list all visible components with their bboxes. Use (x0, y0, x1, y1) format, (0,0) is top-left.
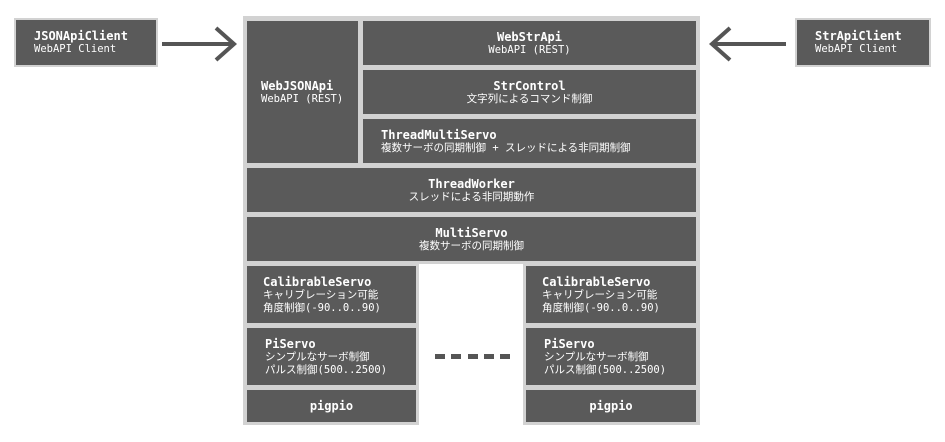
stack-right-pigpio: pigpio (524, 388, 698, 424)
layer-strcontrol-desc: 文字列によるコマンド制御 (466, 92, 593, 105)
pigpio-name: pigpio (589, 399, 633, 413)
calibrableservo-name: CalibrableServo (542, 274, 651, 289)
client-json-api-desc: WebAPI Client (34, 43, 117, 55)
calibrableservo-desc2: 角度制御(-90..0..90) (263, 301, 381, 314)
layer-multiservo: MultiServo 複数サーボの同期制御 (245, 215, 698, 263)
client-str-api-name: StrApiClient (815, 29, 902, 43)
layer-threadmultiservo-name: ThreadMultiServo (381, 127, 497, 142)
dash (435, 354, 445, 359)
layer-threadworker-desc: スレッドによる非同期動作 (408, 190, 535, 203)
layer-webstrapi: WebStrApi WebAPI (REST) (361, 19, 698, 67)
stack-right-calibrableservo: CalibrableServo キャリブレーション可能 角度制御(-90..0.… (524, 264, 698, 325)
layer-webjsonapi-desc: WebAPI (REST) (261, 92, 344, 105)
stack-left-pigpio: pigpio (245, 388, 418, 424)
dash (451, 354, 462, 359)
layer-strcontrol-name: StrControl (493, 78, 566, 93)
dash (483, 354, 494, 359)
calibrableservo-desc2: 角度制御(-90..0..90) (542, 301, 660, 314)
layer-webstrapi-name: WebStrApi (496, 29, 563, 44)
client-json-api-name: JSONApiClient (34, 29, 128, 43)
ellipsis-dashes (435, 354, 510, 359)
dash (500, 354, 510, 359)
layer-multiservo-desc: 複数サーボの同期制御 (419, 239, 524, 252)
piservo-desc1: シンプルなサーボ制御 (265, 350, 370, 363)
stack-left-piservo: PiServo シンプルなサーボ制御 パルス制御(500..2500) (245, 326, 418, 387)
client-str-api: StrApiClient WebAPI Client (795, 18, 931, 67)
piservo-desc2: パルス制御(500..2500) (265, 363, 388, 376)
stack-gap (419, 264, 523, 425)
layer-threadworker-name: ThreadWorker (428, 176, 515, 191)
layer-threadmultiservo: ThreadMultiServo 複数サーボの同期制御 + スレッドによる非同期… (361, 117, 698, 165)
layer-strcontrol: StrControl 文字列によるコマンド制御 (361, 68, 698, 116)
dash (467, 354, 478, 359)
layer-webjsonapi-name: WebJSONApi (261, 78, 334, 93)
piservo-name: PiServo (544, 336, 595, 351)
stack-right-piservo: PiServo シンプルなサーボ制御 パルス制御(500..2500) (524, 326, 698, 387)
arrow-right-icon (162, 26, 238, 62)
pigpio-name: pigpio (309, 399, 354, 413)
piservo-name: PiServo (265, 336, 316, 351)
layer-threadmultiservo-desc: 複数サーボの同期制御 + スレッドによる非同期制御 (381, 141, 631, 154)
arrow-left-icon (708, 26, 786, 62)
piservo-desc2: パルス制御(500..2500) (544, 363, 667, 376)
calibrableservo-desc1: キャリブレーション可能 (263, 288, 379, 301)
stack-left-calibrableservo: CalibrableServo キャリブレーション可能 角度制御(-90..0.… (245, 264, 418, 325)
layer-webstrapi-desc: WebAPI (REST) (488, 43, 571, 56)
layer-multiservo-name: MultiServo (435, 225, 508, 240)
calibrableservo-desc1: キャリブレーション可能 (542, 288, 658, 301)
piservo-desc1: シンプルなサーボ制御 (544, 350, 649, 363)
layer-webjsonapi: WebJSONApi WebAPI (REST) (245, 19, 360, 165)
client-json-api: JSONApiClient WebAPI Client (14, 18, 158, 67)
client-str-api-desc: WebAPI Client (815, 43, 898, 55)
calibrableservo-name: CalibrableServo (263, 274, 372, 289)
layer-threadworker: ThreadWorker スレッドによる非同期動作 (245, 166, 698, 214)
